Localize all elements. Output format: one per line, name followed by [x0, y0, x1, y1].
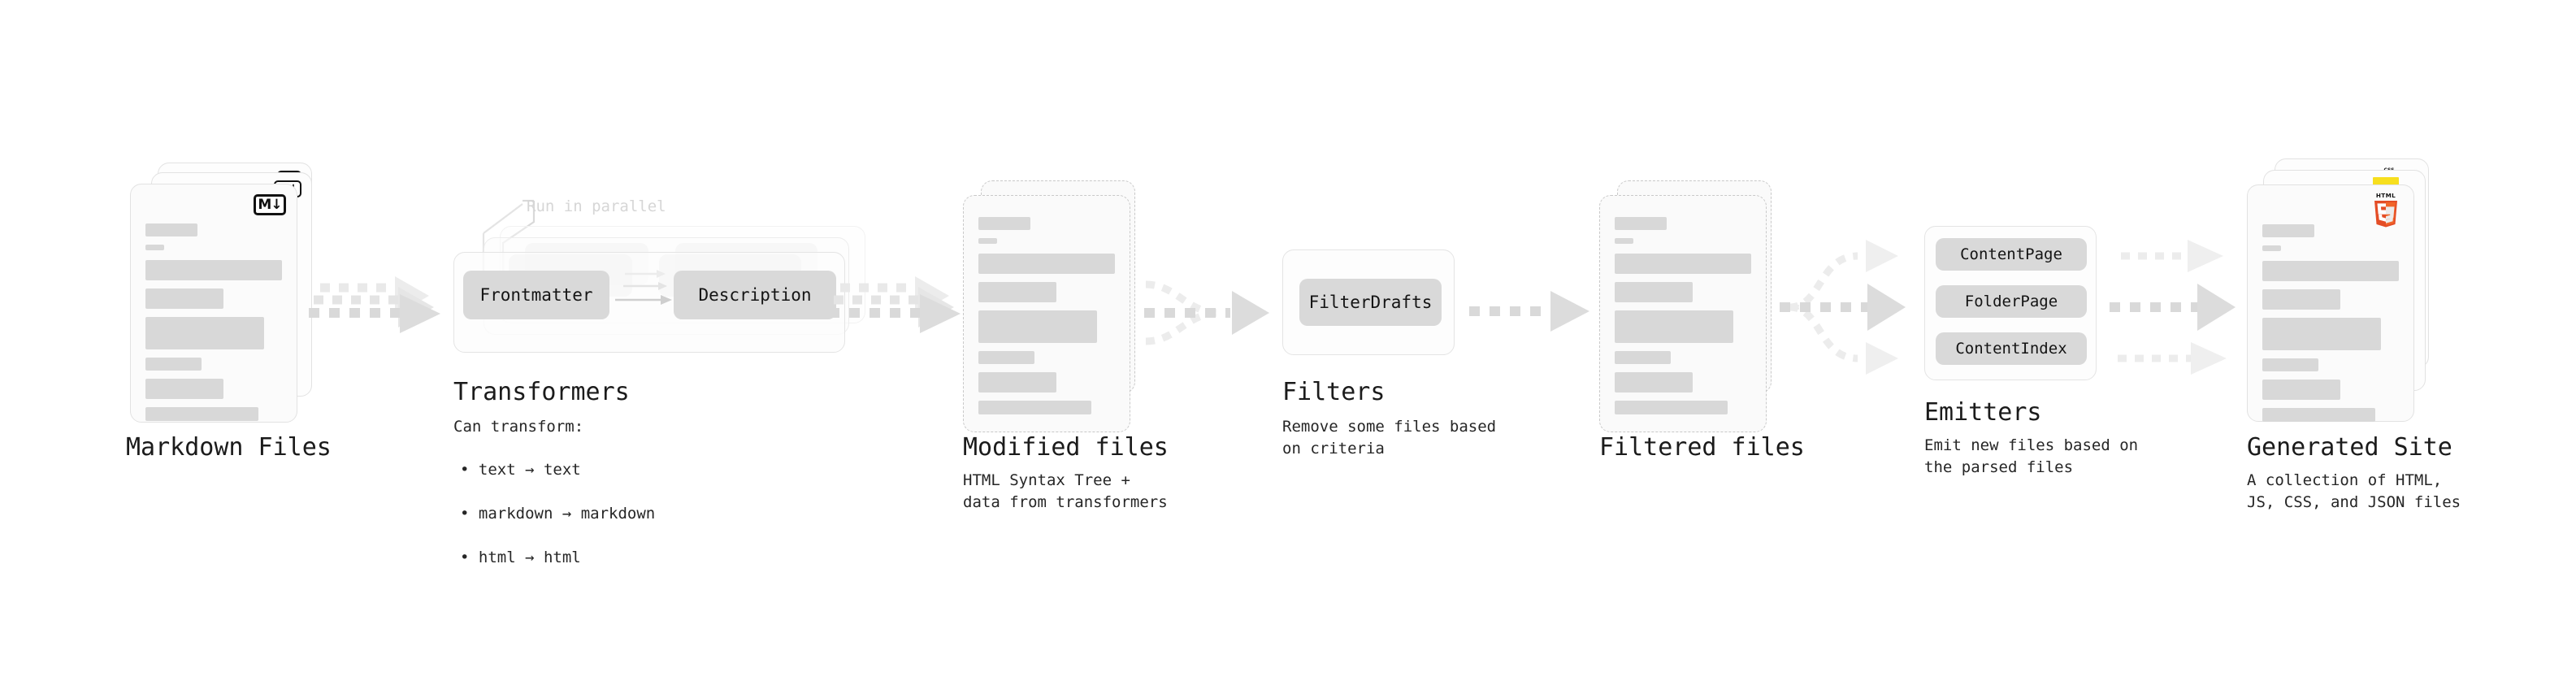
run-in-parallel-label: Run in parallel [527, 197, 666, 215]
stage-desc-transformers: Can transform: [453, 418, 584, 436]
connector-markdown-to-transformers [309, 275, 455, 348]
generated-card-front: HTML [2247, 184, 2414, 422]
filtered-files-card-stack [1599, 180, 1786, 440]
modified-files-card-stack [963, 180, 1150, 440]
stage-title-emitters: Emitters [1924, 398, 2042, 427]
transformers-panel-front: Frontmatter Description [453, 252, 845, 353]
stage-desc-generated-site: A collection of HTML, JS, CSS, and JSON … [2247, 471, 2461, 511]
stage-desc-filters: Remove some files based on criteria [1282, 418, 1497, 458]
stage-desc-emitters: Emit new files based on the parsed files [1924, 436, 2139, 476]
markdown-card-skeleton [145, 223, 282, 429]
emitter-node-folderpage[interactable]: FolderPage [1936, 285, 2087, 318]
markdown-icon: M↓ [254, 194, 286, 215]
connector-filters-to-filtered [1469, 286, 1599, 336]
modified-card-front [963, 195, 1130, 432]
svg-text:HTML: HTML [2376, 192, 2396, 199]
connector-transformers-to-modified [829, 275, 975, 348]
transformers-bullet-list: • text → text • markdown → markdown • ht… [460, 437, 655, 569]
stage-title-markdown-files: Markdown Files [126, 433, 332, 462]
bullet-label-2: html → html [478, 548, 581, 566]
stage-title-filters: Filters [1282, 378, 1386, 406]
stage-title-modified-files: Modified files [963, 433, 1169, 462]
html5-icon-svg: HTML [2374, 192, 2397, 228]
generated-card-skeleton [2262, 224, 2399, 430]
filter-node-filterdrafts[interactable]: FilterDrafts [1299, 279, 1442, 326]
html5-icon: HTML [2371, 190, 2400, 228]
bullet-marker-1: • [460, 504, 479, 523]
stage-title-generated-site: Generated Site [2247, 433, 2452, 462]
bullet-text-to-text: • text → text [460, 437, 655, 481]
stage-title-transformers: Transformers [453, 378, 630, 406]
emitter-node-contentindex[interactable]: ContentIndex [1936, 332, 2087, 365]
modified-card-skeleton [978, 217, 1115, 423]
filters-panel: FilterDrafts [1282, 249, 1455, 355]
bullet-label-0: text → text [478, 460, 581, 479]
emitters-panel: ContentPage FolderPage ContentIndex [1924, 226, 2097, 380]
generated-site-card-stack: CSS HTML [2247, 158, 2442, 427]
stage-title-filtered-files: Filtered files [1599, 433, 1805, 462]
bullet-html-to-html: • html → html [460, 525, 655, 569]
transformer-node-frontmatter[interactable]: Frontmatter [463, 271, 609, 319]
transformer-node-description[interactable]: Description [674, 271, 836, 319]
bullet-label-1: markdown → markdown [478, 504, 656, 523]
connector-emitters-to-site [2110, 230, 2260, 384]
connector-filtered-to-emitters [1780, 230, 1930, 384]
bullet-marker-2: • [460, 548, 479, 566]
emitter-node-contentpage[interactable]: ContentPage [1936, 238, 2087, 271]
stage-desc-modified-files: HTML Syntax Tree + data from transformer… [963, 471, 1168, 511]
connector-modified-to-filters [1144, 268, 1290, 358]
filtered-card-front [1599, 195, 1767, 432]
transformer-inner-arrows [614, 267, 679, 324]
bullet-marker-0: • [460, 460, 479, 479]
bullet-markdown-to-markdown: • markdown → markdown [460, 481, 655, 525]
markdown-card-front: M↓ [130, 184, 297, 423]
filtered-card-skeleton [1615, 217, 1751, 423]
markdown-files-card-stack: M↓ M↓ M↓ [130, 163, 317, 423]
